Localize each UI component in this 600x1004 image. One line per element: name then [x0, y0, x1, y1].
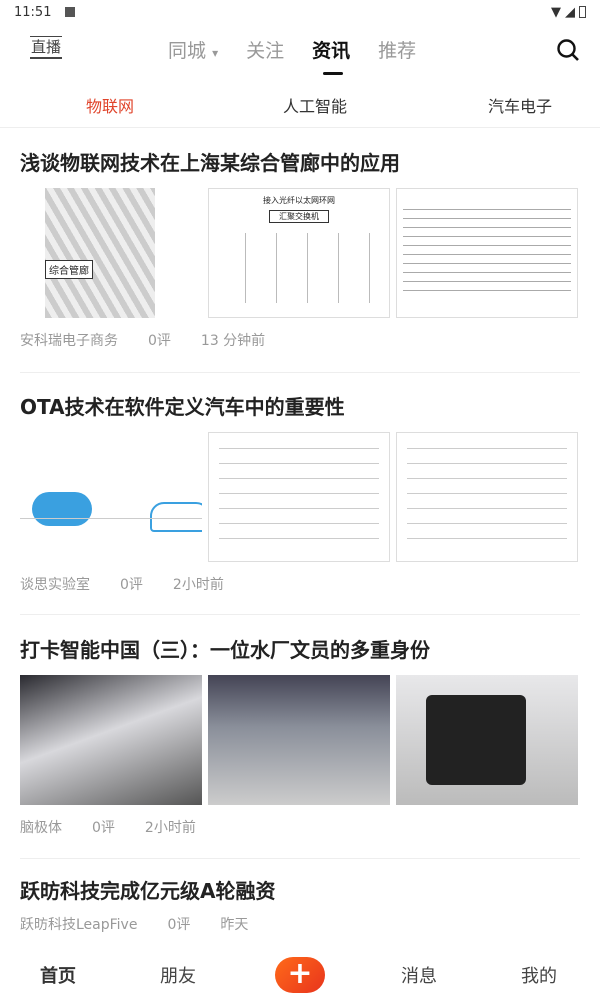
article-source: 脑极体: [20, 820, 62, 836]
article-item[interactable]: 跃昉科技完成亿元级A轮融资 跃昉科技LeapFive 0评 昨天: [20, 876, 580, 946]
tab-recommend[interactable]: 推荐: [378, 40, 417, 62]
article-title[interactable]: 打卡智能中国（三）：一位水厂文员的多重身份: [20, 638, 430, 662]
subtab-ai[interactable]: 人工智能: [283, 97, 348, 116]
article-source: 安科瑞电子商务: [20, 333, 118, 349]
tab-news[interactable]: 资讯: [312, 36, 350, 75]
wifi-icon: ▼: [551, 4, 561, 20]
status-bar: 11:51 ▼ ◢: [0, 0, 600, 24]
article-image: [20, 675, 202, 805]
nav-me[interactable]: 我的: [521, 966, 557, 987]
article-image: 综合管廊: [20, 188, 202, 318]
article-image: [396, 188, 578, 318]
article-time: 昨天: [220, 917, 249, 933]
article-title[interactable]: OTA技术在软件定义汽车中的重要性: [20, 395, 345, 419]
notification-icon: [65, 7, 76, 17]
article-image: [208, 432, 390, 562]
article-image: [396, 675, 578, 805]
article-time: 2小时前: [144, 820, 196, 836]
tab-follow[interactable]: 关注: [246, 40, 285, 62]
subtab-auto-electronics[interactable]: 汽车电子: [488, 97, 553, 116]
signal-icon: ◢: [565, 4, 575, 20]
article-image: [396, 432, 578, 562]
article-title[interactable]: 跃昉科技完成亿元级A轮融资: [20, 879, 276, 903]
article-time: 2小时前: [172, 577, 224, 593]
article-item[interactable]: OTA技术在软件定义汽车中的重要性 谈思实验室 0评 2小时前: [20, 392, 580, 615]
live-button[interactable]: 直播: [30, 36, 63, 59]
article-image: [20, 432, 202, 562]
bottom-nav: 首页 朋友 + 消息 我的: [0, 945, 600, 1004]
article-title[interactable]: 浅谈物联网技术在上海某综合管廊中的应用: [20, 151, 400, 175]
comment-count: 0评: [120, 577, 143, 593]
subtab-iot[interactable]: 物联网: [86, 97, 135, 116]
article-image: [208, 675, 390, 805]
article-item[interactable]: 打卡智能中国（三）：一位水厂文员的多重身份 脑极体 0评 2小时前: [20, 635, 580, 859]
top-bar: 直播 同城 ▾ 关注 资讯 推荐: [0, 24, 600, 80]
article-time: 13 分钟前: [200, 333, 266, 349]
search-icon[interactable]: [556, 38, 580, 62]
battery-icon: [579, 6, 586, 18]
dropdown-icon: ▾: [212, 46, 219, 60]
article-item[interactable]: 浅谈物联网技术在上海某综合管廊中的应用 综合管廊 接入光纤以太网环网 汇聚交换机…: [20, 148, 580, 373]
article-image: 接入光纤以太网环网 汇聚交换机: [208, 188, 390, 318]
comment-count: 0评: [148, 333, 171, 349]
publish-plus-button[interactable]: +: [275, 957, 325, 993]
comment-count: 0评: [92, 820, 115, 836]
nav-friends[interactable]: 朋友: [160, 966, 196, 987]
article-source: 谈思实验室: [20, 577, 90, 593]
image-label: 综合管廊: [45, 260, 93, 279]
nav-messages[interactable]: 消息: [401, 966, 437, 987]
tab-label: 同城: [168, 40, 207, 62]
tab-local[interactable]: 同城 ▾: [168, 36, 218, 63]
nav-home[interactable]: 首页: [40, 966, 76, 987]
status-time: 11:51: [14, 4, 52, 20]
image-label: 汇聚交换机: [269, 210, 329, 223]
category-tabs: 物联网 人工智能 汽车电子: [0, 80, 600, 128]
image-label: 接入光纤以太网环网: [263, 196, 335, 205]
article-source: 跃昉科技LeapFive: [20, 917, 138, 933]
comment-count: 0评: [167, 917, 191, 933]
